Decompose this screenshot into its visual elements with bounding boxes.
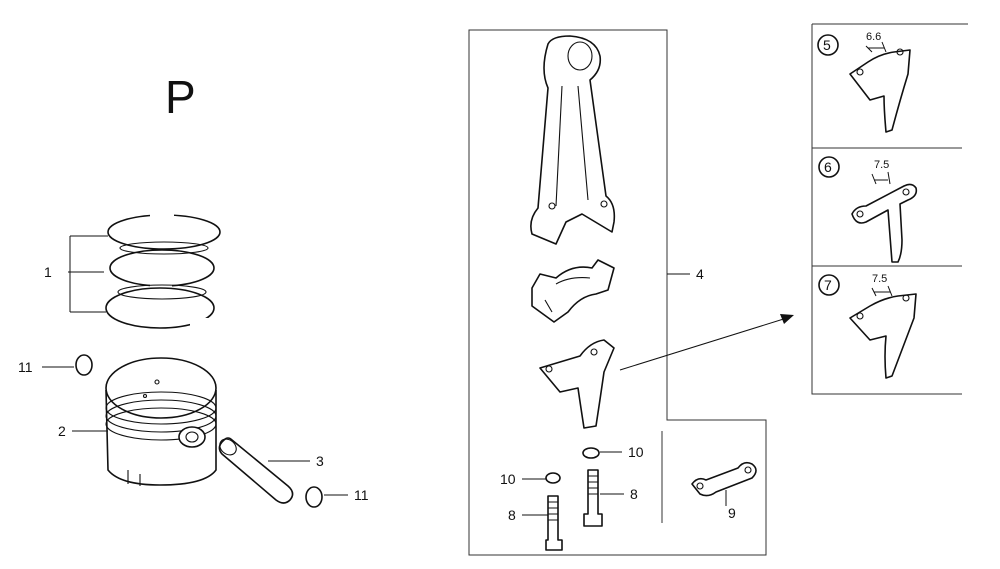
connecting-rod-assembly-box bbox=[468, 29, 767, 556]
rod-bolt-left bbox=[545, 495, 563, 551]
piston-pin-clip-left bbox=[75, 354, 93, 376]
variant-5-dimension: 6.6 bbox=[866, 31, 881, 43]
piston-rings bbox=[105, 212, 221, 330]
dipper-variant-5: 5 6.6 bbox=[817, 31, 911, 133]
variant-7-dimension: 7.5 bbox=[872, 273, 887, 285]
connecting-rod bbox=[530, 35, 616, 245]
callout-10-left: 10 bbox=[500, 471, 516, 487]
callout-11-right: 11 bbox=[354, 487, 369, 503]
connecting-rod-cap bbox=[531, 259, 615, 323]
dipper-variant-6: 6 7.5 bbox=[818, 156, 918, 263]
callout-1: 1 bbox=[44, 264, 52, 280]
dipper-variant-arrow bbox=[619, 316, 791, 371]
rod-bolt-right bbox=[583, 469, 603, 527]
piston-pin bbox=[218, 437, 294, 504]
lock-plate bbox=[691, 461, 757, 497]
variants-box bbox=[811, 23, 968, 395]
callout-10-right: 10 bbox=[628, 444, 644, 460]
piston-pin-clip-right bbox=[305, 486, 323, 508]
variant-6-dimension: 7.5 bbox=[874, 159, 889, 171]
oil-dipper bbox=[539, 339, 615, 429]
variant-7-number: 7 bbox=[824, 277, 832, 293]
callout-9: 9 bbox=[728, 505, 736, 521]
callout-1-leader bbox=[68, 235, 108, 313]
section-letter: P bbox=[165, 71, 196, 123]
dipper-variant-7: 7 7.5 bbox=[818, 273, 917, 379]
variant-5-number: 5 bbox=[823, 37, 831, 53]
washer-right bbox=[582, 447, 600, 459]
washer-left bbox=[545, 472, 561, 484]
callout-2: 2 bbox=[58, 423, 66, 439]
piston bbox=[105, 357, 217, 486]
callout-11-left: 11 bbox=[18, 359, 33, 375]
callout-8-right: 8 bbox=[630, 486, 638, 502]
variant-6-number: 6 bbox=[824, 159, 832, 175]
callout-3: 3 bbox=[316, 453, 324, 469]
callout-4: 4 bbox=[696, 266, 704, 282]
arrow-head-icon bbox=[780, 314, 794, 324]
callout-8-left: 8 bbox=[508, 507, 516, 523]
